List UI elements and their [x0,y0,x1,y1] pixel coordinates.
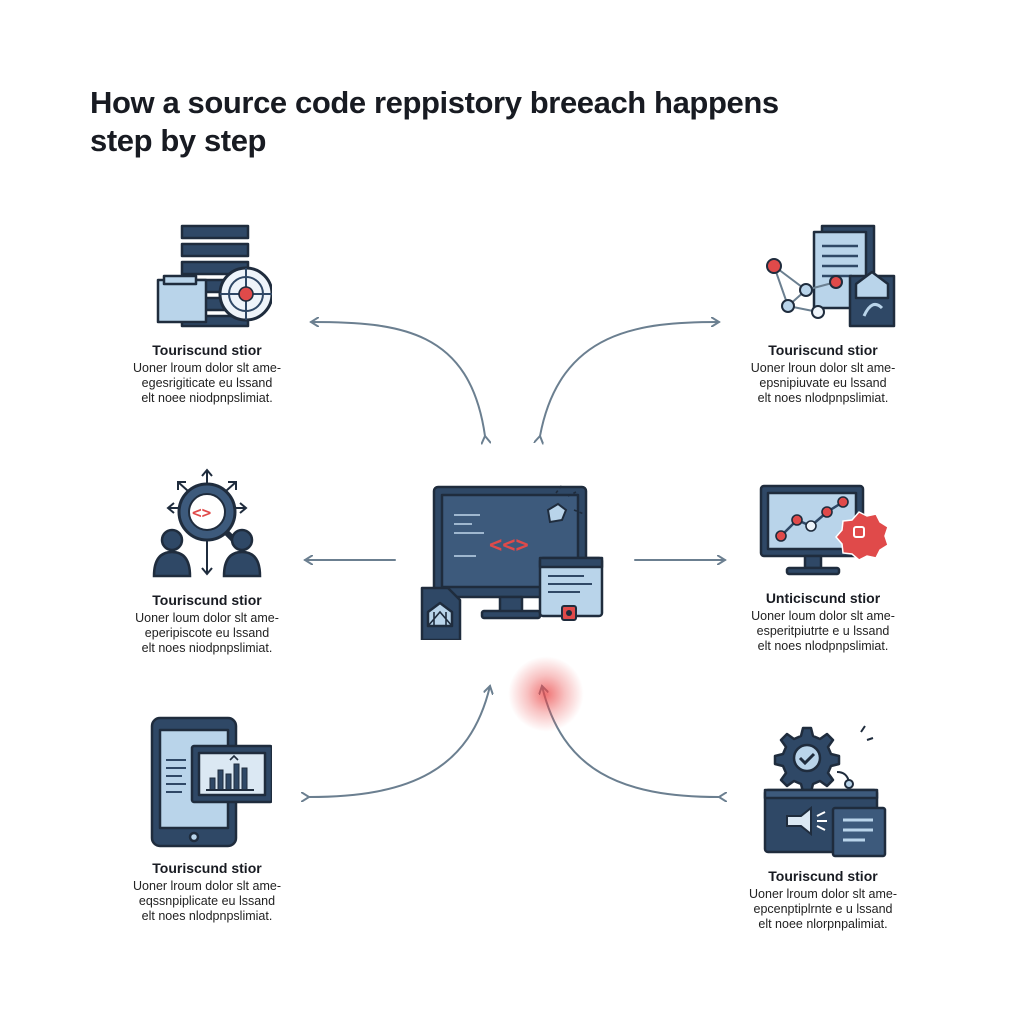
step-5-desc-line: eqssnpiplicate eu lssand [138,894,276,908]
center-monitor: <<> [412,460,612,645]
monitor-graph-alert-icon [759,484,889,576]
step-3-label: Touriscund stior [152,592,262,608]
monitor-code-breach-icon: <<> [420,484,604,642]
svg-text:<<>: <<> [489,533,529,558]
step-3-desc-line: Uoner loum dolor slt ame- [135,611,279,625]
step-5-desc-line: elt noes nlodpnpslimiat. [141,909,273,923]
step-1-label: Touriscund stior [152,342,262,358]
step-2-desc-line: elt noes nlodpnpslimiat. [757,391,889,405]
step-4-label: Unticiscund stior [765,590,881,606]
step-6-description: Uoner lroum dolor slt ame- epcenptiplrnt… [723,887,923,932]
tablet-chart-icon [150,716,272,848]
step-2-desc-line: Uoner lroun dolor slt ame- [750,361,896,375]
step-4-description: Uoner loum dolor slt ame- esperitpiutrte… [723,609,923,654]
step-6-desc-line: epcenptiplrnte e u lssand [753,902,893,916]
step-2-description: Uoner lroun dolor slt ame- epsnipiuvate … [723,361,923,406]
documents-network-icon [766,224,896,328]
server-stack-target-icon [156,224,272,328]
step-card-6: Touriscund stior Uoner lroum dolor slt a… [723,720,923,932]
step-5-description: Uoner lroum dolor slt ame- eqssnpiplicat… [107,879,307,924]
svg-text:<>: <> [192,503,211,522]
arrow-top-left [311,322,485,436]
step-2-label: Touriscund stior [768,342,878,358]
page-title-line-1: How a source code reppistory breeach hap… [90,85,779,120]
step-3-desc-line: elt noes niodpnpslimiat. [141,641,273,655]
step-card-4: Unticiscund stior Uoner loum dolor slt a… [723,478,923,654]
step-6-desc-line: Uoner lroum dolor slt ame- [749,887,897,901]
step-6-label: Touriscund stior [768,868,878,884]
step-4-desc-line: esperitpiutrte e u lssand [756,624,890,638]
gear-terminal-icon [763,725,887,858]
code-magnifier-users-icon: <> [152,468,262,578]
step-3-desc-line: eperipiscote eu lssand [144,626,270,640]
breach-glow [508,656,584,732]
step-card-1: Touriscund stior Uoner lroum dolor slt a… [107,222,307,406]
step-2-desc-line: epsnipiuvate eu lssand [759,376,887,390]
page-title: How a source code reppistory breeach hap… [90,84,890,160]
page-title-line-2: step by step [90,123,267,158]
step-card-3: <> Touriscund stior Uoner loum dolor slt… [107,466,307,656]
step-1-desc-line: Uoner lroum dolor slt ame- [133,361,281,375]
step-1-desc-line: egesrigiticate eu lssand [141,376,273,390]
step-5-desc-line: Uoner lroum dolor slt ame- [133,879,281,893]
arrow-top-right [540,322,719,436]
arrow-bottom-left [309,686,490,797]
step-1-description: Uoner lroum dolor slt ame- egesrigiticat… [107,361,307,406]
step-4-desc-line: Uoner loum dolor slt ame- [751,609,895,623]
step-3-description: Uoner loum dolor slt ame- eperipiscote e… [107,611,307,656]
step-card-5: Touriscund stior Uoner lroum dolor slt a… [107,712,307,924]
step-card-2: Touriscund stior Uoner lroun dolor slt a… [723,222,923,406]
step-6-desc-line: elt noee nlorpnpalimiat. [758,917,888,931]
step-1-desc-line: elt noee niodpnpslimiat. [141,391,273,405]
step-4-desc-line: elt noes nlodpnpslimiat. [757,639,889,653]
step-5-label: Touriscund stior [152,860,262,876]
